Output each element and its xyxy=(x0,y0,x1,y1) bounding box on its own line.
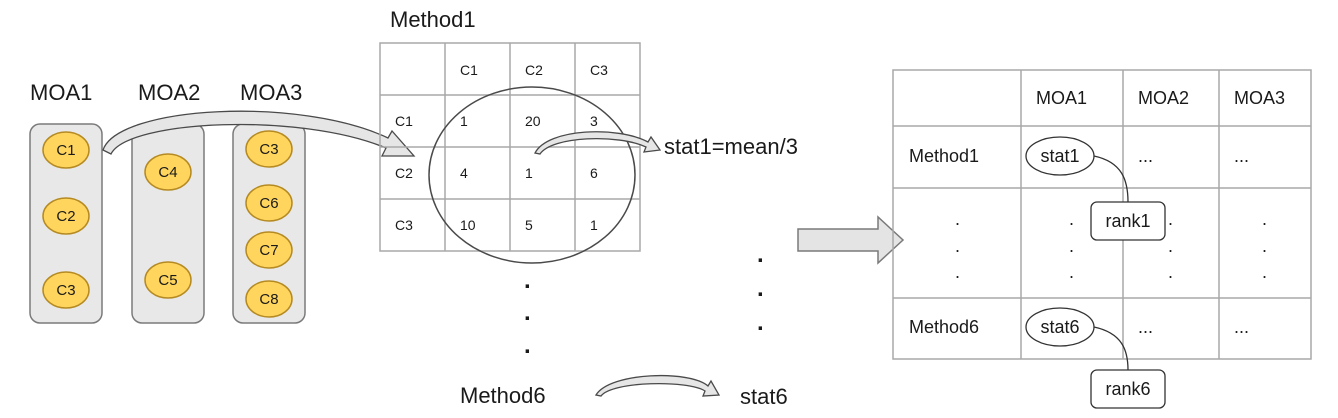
matrix-row-header: C3 xyxy=(395,217,413,233)
rank-connector xyxy=(1093,155,1129,203)
compound-node xyxy=(144,261,192,299)
summary-row-label: Method6 xyxy=(909,317,979,337)
compound-node xyxy=(42,131,90,169)
curved-arrow-icon xyxy=(534,131,662,155)
rank-callout-label: rank6 xyxy=(1105,379,1150,399)
moa-groups: MOA1 MOA2 MOA3 C1 C2 C3 C4 C5 C3 C6 C7 C… xyxy=(29,80,306,324)
compound-node xyxy=(245,184,293,222)
ellipsis-dot: . xyxy=(1168,236,1173,256)
matrix-cell: 3 xyxy=(590,113,598,129)
ellipsis-dot: . xyxy=(955,209,960,229)
method6-label: Method6 xyxy=(460,383,546,408)
method-matrix-title: Method1 xyxy=(390,7,476,32)
compound-node xyxy=(245,280,293,318)
ellipsis-dot: . xyxy=(524,332,531,359)
matrix-col-header: C3 xyxy=(590,62,608,78)
stat-bubble-label: stat6 xyxy=(1040,317,1079,337)
rank-connector xyxy=(1093,326,1129,371)
ellipsis-dot: . xyxy=(955,262,960,282)
moa1-label: MOA1 xyxy=(30,80,92,105)
stat-bubble-label: stat1 xyxy=(1040,146,1079,166)
ellipsis-dot: . xyxy=(757,309,764,336)
rank-callout-label: rank1 xyxy=(1105,211,1150,231)
matrix-cell: 4 xyxy=(460,165,468,181)
ellipsis-dot: . xyxy=(1168,262,1173,282)
compound-node xyxy=(245,130,293,168)
moa3-label: MOA3 xyxy=(240,80,302,105)
summary-cell: ... xyxy=(1234,146,1249,166)
summary-cell: ... xyxy=(1138,146,1153,166)
curved-arrow-icon xyxy=(102,110,416,157)
summary-row-label: Method1 xyxy=(909,146,979,166)
compound-label: C6 xyxy=(259,195,278,212)
ellipsis-dot: . xyxy=(1069,236,1074,256)
block-arrow-icon xyxy=(797,215,905,265)
matrix-cell: 1 xyxy=(460,113,468,129)
compound-label: C2 xyxy=(56,208,75,225)
ellipsis-dot: . xyxy=(757,275,764,302)
compound-node xyxy=(42,197,90,235)
moa2-label: MOA2 xyxy=(138,80,200,105)
compound-node xyxy=(245,231,293,269)
rank-callout-box xyxy=(1090,201,1166,241)
matrix-col-header: C1 xyxy=(460,62,478,78)
compound-label: C5 xyxy=(158,272,177,289)
matrix-cell: 1 xyxy=(590,217,598,233)
ellipsis-dot: . xyxy=(524,267,531,294)
summary-col-header: MOA2 xyxy=(1138,88,1189,108)
ellipsis-dot: . xyxy=(524,299,531,326)
ellipsis-dot: . xyxy=(1262,262,1267,282)
matrix-cell: 20 xyxy=(525,113,541,129)
ellipsis-dot: . xyxy=(757,241,764,268)
matrix-row-header: C2 xyxy=(395,165,413,181)
compound-label: C4 xyxy=(158,164,177,181)
method-matrix: Method1 C1 C2 C3 C1 1 20 3 C2 4 1 6 C3 1… xyxy=(379,7,641,264)
compound-label: C8 xyxy=(259,291,278,308)
moa-block-highlight-ellipse xyxy=(428,86,636,264)
summary-table: MOA1 MOA2 MOA3 Method1 stat1 ... ... . .… xyxy=(892,69,1312,360)
matrix-cell: 5 xyxy=(525,217,533,233)
ellipsis-dot: . xyxy=(1262,236,1267,256)
summary-table-border xyxy=(892,69,1312,360)
ellipsis-dot: . xyxy=(1262,209,1267,229)
ellipsis-dot: . xyxy=(1069,209,1074,229)
ellipsis-dot: . xyxy=(1168,209,1173,229)
matrix-cell: 1 xyxy=(525,165,533,181)
matrix-cell: 6 xyxy=(590,165,598,181)
matrix-cell: 10 xyxy=(460,217,476,233)
compound-label: C1 xyxy=(56,142,75,159)
summary-cell: ... xyxy=(1138,317,1153,337)
compound-node xyxy=(144,153,192,191)
compound-node xyxy=(42,271,90,309)
stat6-label: stat6 xyxy=(740,384,788,409)
matrix-col-header: C2 xyxy=(525,62,543,78)
rank-callout-box xyxy=(1090,369,1166,409)
summary-cell: ... xyxy=(1234,317,1249,337)
curved-arrow-icon xyxy=(594,374,721,397)
stat-formula-label: stat1=mean/3 xyxy=(664,134,798,159)
compound-label: C7 xyxy=(259,242,278,259)
compound-label: C3 xyxy=(56,282,75,299)
ellipsis-dot: . xyxy=(1069,262,1074,282)
ellipsis-dot: . xyxy=(955,236,960,256)
compound-label: C3 xyxy=(259,141,278,158)
summary-col-header: MOA3 xyxy=(1234,88,1285,108)
summary-col-header: MOA1 xyxy=(1036,88,1087,108)
matrix-row-header: C1 xyxy=(395,113,413,129)
